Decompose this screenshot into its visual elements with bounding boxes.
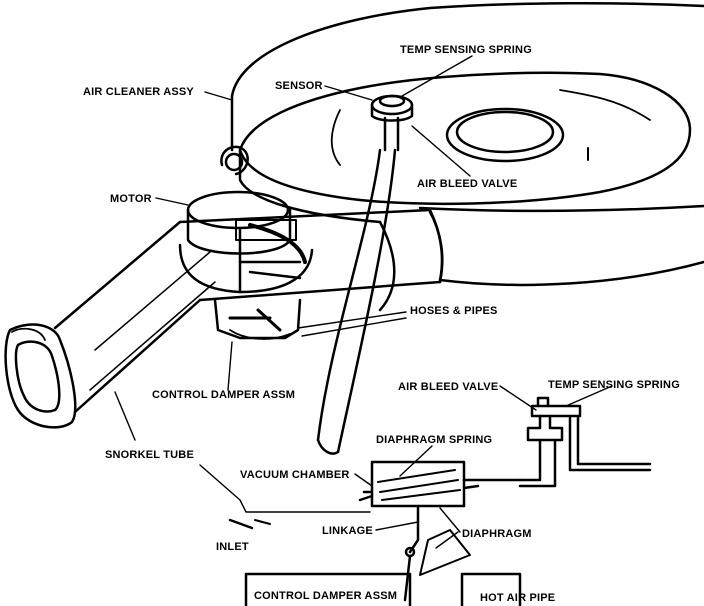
label-motor: MOTOR	[110, 193, 152, 205]
label-air-bleed-valve-bottom: AIR BLEED VALVE	[398, 381, 499, 393]
label-diaphragm: DIAPHRAGM	[462, 528, 532, 540]
label-temp-sensing-spring-top: TEMP SENSING SPRING	[400, 44, 532, 56]
label-sensor: SENSOR	[275, 80, 323, 92]
label-inlet: INLET	[216, 541, 249, 553]
vacuum-chamber	[358, 460, 522, 602]
label-hoses-pipes: HOSES & PIPES	[410, 305, 498, 317]
inlet-arrow	[228, 518, 271, 530]
bottom-ducting	[244, 572, 522, 606]
label-snorkel-tube: SNORKEL TUBE	[105, 449, 194, 461]
schematic-sensor-valve	[518, 396, 652, 488]
label-control-damper-assm-top: CONTROL DAMPER ASSM	[152, 389, 296, 401]
motor	[178, 190, 314, 294]
label-vacuum-chamber: VACUUM CHAMBER	[240, 469, 350, 481]
label-hot-air-pipe: HOT AIR PIPE	[480, 592, 556, 604]
label-air-cleaner-assy: AIR CLEANER ASSY	[83, 86, 194, 98]
leader-lines	[114, 55, 613, 549]
label-linkage: LINKAGE	[322, 525, 373, 537]
label-temp-sensing-spring-bottom: TEMP SENSING SPRING	[548, 379, 680, 391]
control-damper-assm	[213, 298, 302, 340]
label-control-damper-assm-bottom: CONTROL DAMPER ASSM	[254, 590, 398, 602]
snorkel-tube	[4, 208, 444, 429]
label-diaphragm-spring: DIAPHRAGM SPRING	[376, 434, 493, 446]
hoses-and-pipes	[316, 148, 397, 455]
label-air-bleed-valve-top: AIR BLEED VALVE	[417, 178, 518, 190]
